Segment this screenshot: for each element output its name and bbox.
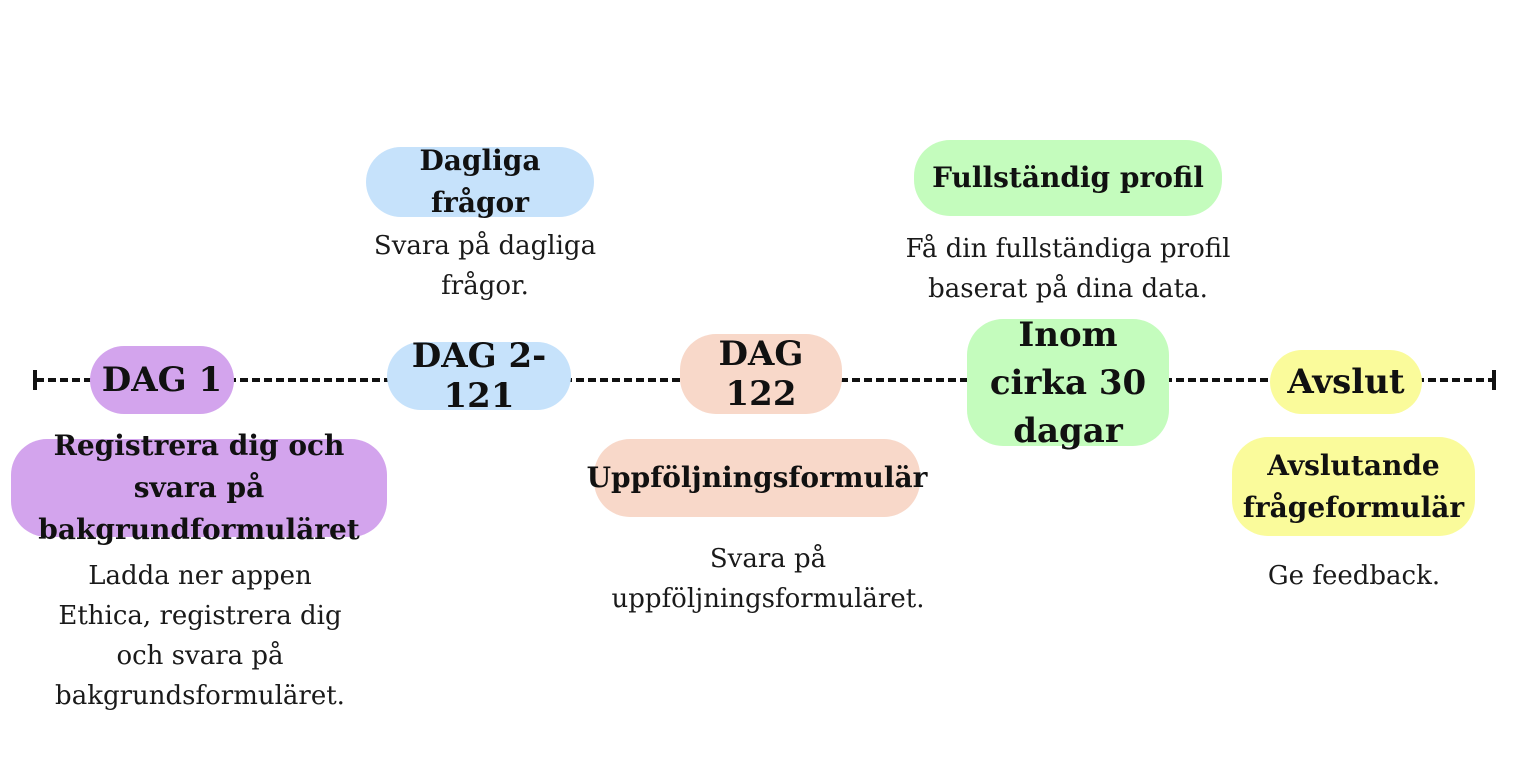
timeline-end-cap <box>1492 370 1496 390</box>
milestone-2-description: Svara på dagliga frågor. <box>373 231 597 301</box>
milestone-4-title: Fullständig profil <box>914 140 1222 216</box>
milestone-3-title: Uppföljningsformulär <box>587 439 927 517</box>
milestone-5-day: Avslut <box>1270 350 1422 414</box>
milestone-1-description: Ladda ner appen Ethica, registrera dig o… <box>55 561 345 711</box>
milestone-1-title: Registrera dig och svara på bakgrundform… <box>11 429 387 546</box>
milestone-3-description: Svara på uppföljningsformuläret. <box>611 544 925 614</box>
milestone-1-day: DAG 1 <box>90 346 234 414</box>
milestone-4-day: Inom cirka 30 dagar <box>967 315 1169 451</box>
milestone-2-title: Dagliga frågor <box>366 144 594 219</box>
milestone-4-description: Få din fullständiga profil baserat på di… <box>905 234 1231 304</box>
timeline-start-cap <box>33 370 37 390</box>
milestone-5-title: Avslutande frågeformulär <box>1232 437 1475 536</box>
milestone-5-description: Ge feedback. <box>1267 561 1441 591</box>
milestone-3-day: DAG 122 <box>680 334 842 414</box>
milestone-2-day: DAG 2-121 <box>387 336 571 416</box>
